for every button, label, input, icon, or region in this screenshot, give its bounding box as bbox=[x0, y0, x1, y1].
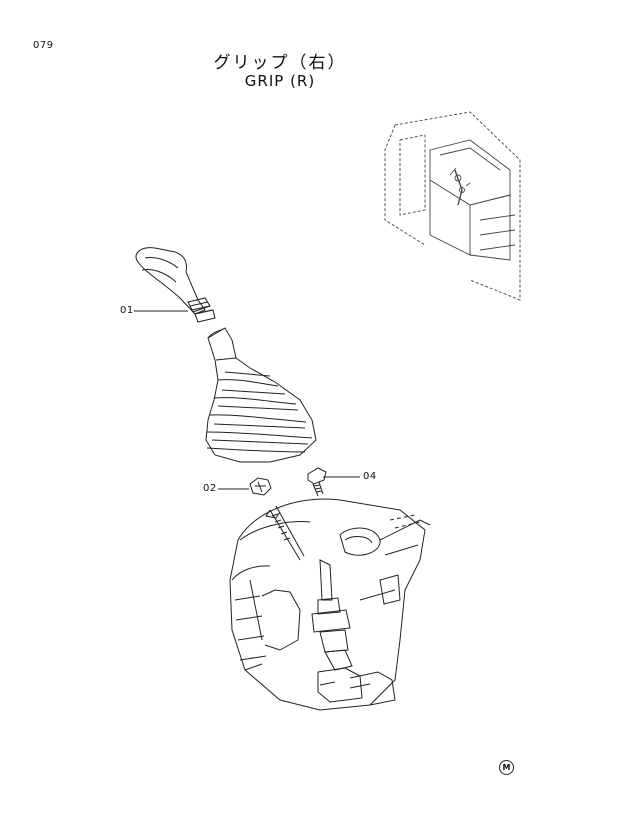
page-number: 079 bbox=[33, 40, 54, 51]
title-japanese: グリップ（右） bbox=[213, 53, 347, 73]
callout-04: 04 bbox=[363, 471, 377, 482]
maker-mark: M bbox=[499, 760, 514, 775]
bolt bbox=[307, 467, 327, 497]
cab-location-view bbox=[384, 111, 521, 301]
title-english: GRIP (R) bbox=[244, 72, 316, 90]
nut bbox=[249, 477, 272, 496]
control-console bbox=[229, 498, 431, 711]
callout-01: 01 bbox=[120, 305, 134, 316]
callout-02: 02 bbox=[203, 483, 217, 494]
rubber-boot bbox=[205, 327, 317, 463]
grip-knob bbox=[135, 247, 216, 323]
